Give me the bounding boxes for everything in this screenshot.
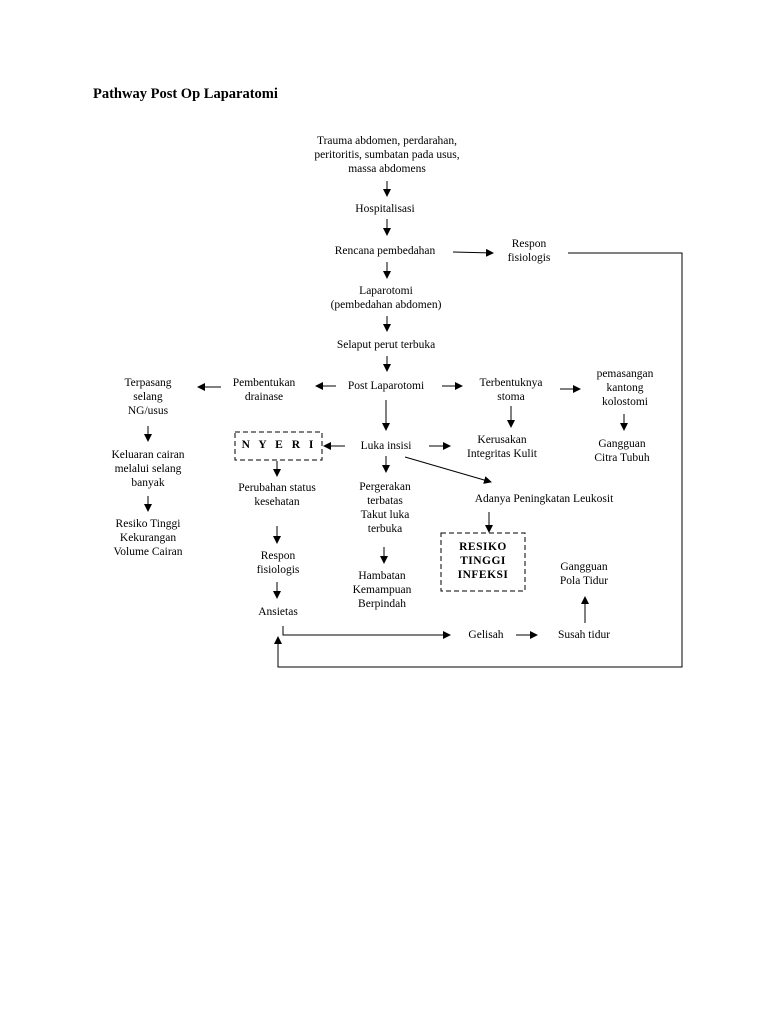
node-luka-insisi: Luka insisi [360,440,412,452]
node-respon-fisiologis-mid: Respon fisiologis [256,550,300,576]
node-resiko-infeksi: RESIKO TINGGI INFEKSI [457,541,509,581]
node-respon-fisiologis-top: Respon fisiologis [507,238,551,264]
node-pergerakan-terbatas: Pergerakan terbatas Takut luka terbuka [359,481,411,535]
arrow-ansietas-gelisah [282,626,451,639]
node-gangguan-pola-tidur: Gangguan Pola Tidur [559,561,609,587]
node-keluaran-cairan: Keluaran cairan melalui selang banyak [111,449,185,489]
arrow-rencana-respon [452,248,494,257]
diagram-title: Pathway Post Op Laparatomi [93,86,278,102]
node-ansietas: Ansietas [258,606,298,618]
node-terpasang-selang: Terpasang selang NG/usus [124,377,172,417]
arrow-luka-leukosit [404,456,492,484]
node-hambatan-berpindah: Hambatan Kemampuan Berpindah [352,570,412,610]
node-hospitalisasi: Hospitalisasi [355,203,415,215]
node-kerusakan-integritas: Kerusakan Integritas Kulit [467,434,537,460]
node-laparotomi: Laparotomi (pembedahan abdomen) [330,285,442,311]
loop-respon-ansietas [274,252,683,668]
node-gangguan-citra-tubuh: Gangguan Citra Tubuh [594,438,650,464]
node-terbentuknya-stoma: Terbentuknya stoma [479,377,543,403]
node-pembentukan-drainase: Pembentukan drainase [232,377,296,403]
node-perubahan-status: Perubahan status kesehatan [238,482,316,508]
node-susah-tidur: Susah tidur [557,629,611,641]
node-gelisah: Gelisah [468,629,504,641]
node-nyeri: N Y E R I [241,439,317,451]
node-post-laparotomi: Post Laparotomi [347,380,425,392]
node-rencana-pembedahan: Rencana pembedahan [334,245,436,257]
node-selaput-perut: Selaput perut terbuka [336,339,436,351]
resiko-infeksi-box [440,532,526,592]
node-trauma: Trauma abdomen, perdarahan, peritoritis,… [314,135,460,175]
node-pemasangan-kantong: pemasangan kantong kolostomi [596,368,654,408]
nyeri-box [234,431,323,461]
node-resiko-kekurangan-cairan: Resiko Tinggi Kekurangan Volume Cairan [113,518,183,558]
node-peningkatan-leukosit: Adanya Peningkatan Leukosit [474,493,614,505]
